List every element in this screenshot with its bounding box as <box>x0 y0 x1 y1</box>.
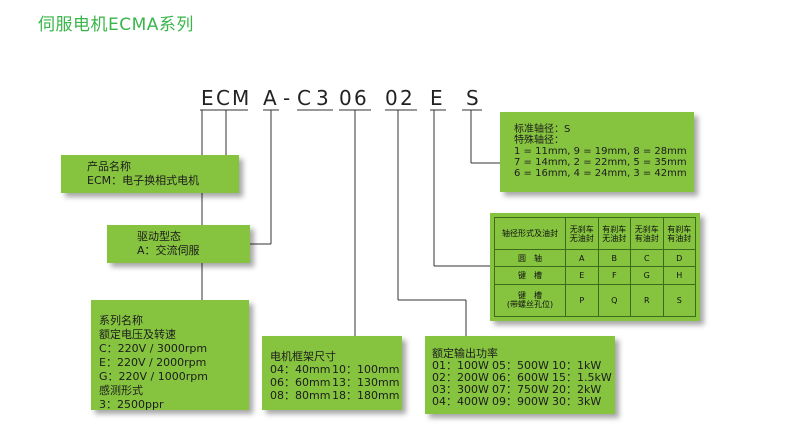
table-header: 无刹车无油封 <box>565 216 599 251</box>
product-name-heading: 产品名称 <box>87 160 131 173</box>
table-cell: E <box>565 266 599 285</box>
series-box: 系列名称 额定电压及转速 C：220V / 3000rpm E：220V / 2… <box>91 300 249 411</box>
table-cell: B <box>597 249 631 268</box>
series-heading: 系列名称 <box>99 314 143 327</box>
table-row: 键 槽 E F G H <box>494 266 696 285</box>
shaft-diameter-box: 标准轴径：S 特殊轴径： 1 = 11mm, 9 = 19mm, 8 = 28m… <box>500 112 694 192</box>
table-row: 键 槽(带螺丝孔位) P Q R S <box>494 283 696 318</box>
shaft-standard: 标准轴径：S <box>514 124 571 135</box>
table-header: 无刹车有油封 <box>630 216 664 251</box>
table-corner: 轴径形式及油封 <box>494 216 566 251</box>
model-char-0a: 0 <box>339 86 353 110</box>
rated-power-heading: 额定输出功率 <box>432 347 498 360</box>
table-cell: Q <box>597 283 631 318</box>
table-header: 有刹车有油封 <box>662 216 696 251</box>
product-name-line: ECM：电子换相式电机 <box>87 174 200 187</box>
model-char-0b: 0 <box>385 86 399 110</box>
model-char-c2: C <box>297 86 312 110</box>
model-char-s: S <box>466 86 480 110</box>
frame-cell: 06：60mm <box>270 376 331 389</box>
series-sub: 额定电压及转速 <box>99 328 176 341</box>
series-line-e: E：220V / 2000rpm <box>99 356 207 369</box>
power-cell: 30：3kW <box>552 395 602 408</box>
page-title: 伺服电机ECMA系列 <box>38 15 194 35</box>
power-cell: 02：200W <box>432 371 489 384</box>
shaft-special-heading: 特殊轴径： <box>514 135 564 146</box>
shaft-line: 6 = 16mm, 4 = 24mm, 3 = 42mm <box>514 168 687 179</box>
drive-type-box: 驱动型态 A：交流伺服 <box>107 225 250 263</box>
series-line-c: C：220V / 3000rpm <box>99 342 208 355</box>
power-cell: 03：300W <box>432 383 489 396</box>
table-cell: D <box>662 249 696 268</box>
drive-type-heading: 驱动型态 <box>137 230 181 243</box>
series-line-g: G：220V / 1000rpm <box>99 370 208 383</box>
table-cell: G <box>630 266 664 285</box>
model-char-m: M <box>232 86 251 110</box>
frame-cell: 13：130mm <box>332 376 400 389</box>
sensor-heading: 感测形式 <box>99 384 143 397</box>
drive-type-line: A：交流伺服 <box>137 244 200 257</box>
power-cell: 09：900W <box>492 395 549 408</box>
table-cell: S <box>662 283 696 318</box>
model-char-3: 3 <box>316 86 330 110</box>
frame-size-heading: 电机框架尺寸 <box>270 350 336 363</box>
model-char-6: 6 <box>354 86 368 110</box>
row-label: 键 槽 <box>494 266 566 285</box>
model-char-c: C <box>216 86 231 110</box>
power-cell: 06：600W <box>492 371 549 384</box>
power-cell: 10：1kW <box>552 359 602 372</box>
shaft-seal-table-box: 轴径形式及油封 无刹车无油封 有刹车无油封 无刹车有油封 有刹车有油封 圆 轴 … <box>490 213 700 321</box>
table-header-row: 轴径形式及油封 无刹车无油封 有刹车无油封 无刹车有油封 有刹车有油封 <box>494 216 696 251</box>
row-label: 键 槽(带螺丝孔位) <box>494 283 566 318</box>
frame-cell: 08：80mm <box>270 389 331 402</box>
table-cell: H <box>662 266 696 285</box>
table-header: 有刹车无油封 <box>597 216 631 251</box>
table-cell: R <box>630 283 664 318</box>
table-cell: C <box>630 249 664 268</box>
frame-cell: 18：180mm <box>332 389 400 402</box>
product-name-box: 产品名称 ECM：电子换相式电机 <box>61 155 239 193</box>
model-char-2: 2 <box>400 86 414 110</box>
power-cell: 07：750W <box>492 383 549 396</box>
power-cell: 01：100W <box>432 359 489 372</box>
power-cell: 15：1.5kW <box>552 371 612 384</box>
frame-cell: 10：100mm <box>332 363 400 376</box>
model-char-a: A <box>263 86 278 110</box>
model-char-e2: E <box>430 86 444 110</box>
table-cell: F <box>597 266 631 285</box>
model-char-e: E <box>201 86 215 110</box>
power-cell: 20：2kW <box>552 383 602 396</box>
frame-cell: 04：40mm <box>270 363 331 376</box>
model-char-dash: - <box>283 86 292 110</box>
table-cell: A <box>565 249 599 268</box>
shaft-seal-table: 轴径形式及油封 无刹车无油封 有刹车无油封 无刹车有油封 有刹车有油封 圆 轴 … <box>494 216 696 318</box>
shaft-line: 7 = 14mm, 2 = 22mm, 5 = 35mm <box>514 157 687 168</box>
shaft-line: 1 = 11mm, 9 = 19mm, 8 = 28mm <box>514 146 687 157</box>
table-cell: P <box>565 283 599 318</box>
row-label: 圆 轴 <box>494 249 566 268</box>
sensor-line: 3：2500ppr <box>99 398 164 411</box>
power-cell: 04：400W <box>432 395 489 408</box>
power-cell: 05：500W <box>492 359 549 372</box>
table-row: 圆 轴 A B C D <box>494 249 696 268</box>
